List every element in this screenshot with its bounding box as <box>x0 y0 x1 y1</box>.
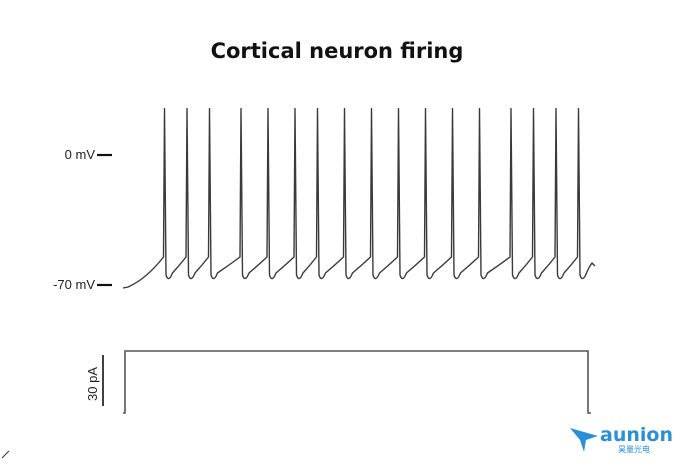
current-scale-label: 30 pA <box>85 367 100 401</box>
voltage-trace <box>122 107 596 289</box>
current-step-trace <box>123 350 591 414</box>
aunion-logo: aunion 昊量光电 <box>570 424 673 454</box>
zero-mv-label: 0 mV <box>65 147 96 162</box>
logo-name: aunion <box>600 424 673 446</box>
resting-mv-label: -70 mV <box>53 277 95 292</box>
chart-title: Cortical neuron firing <box>211 39 464 63</box>
logo-subtitle: 昊量光电 <box>618 444 650 454</box>
logo-arrow-icon <box>570 428 598 452</box>
corner-mark <box>1 450 10 459</box>
